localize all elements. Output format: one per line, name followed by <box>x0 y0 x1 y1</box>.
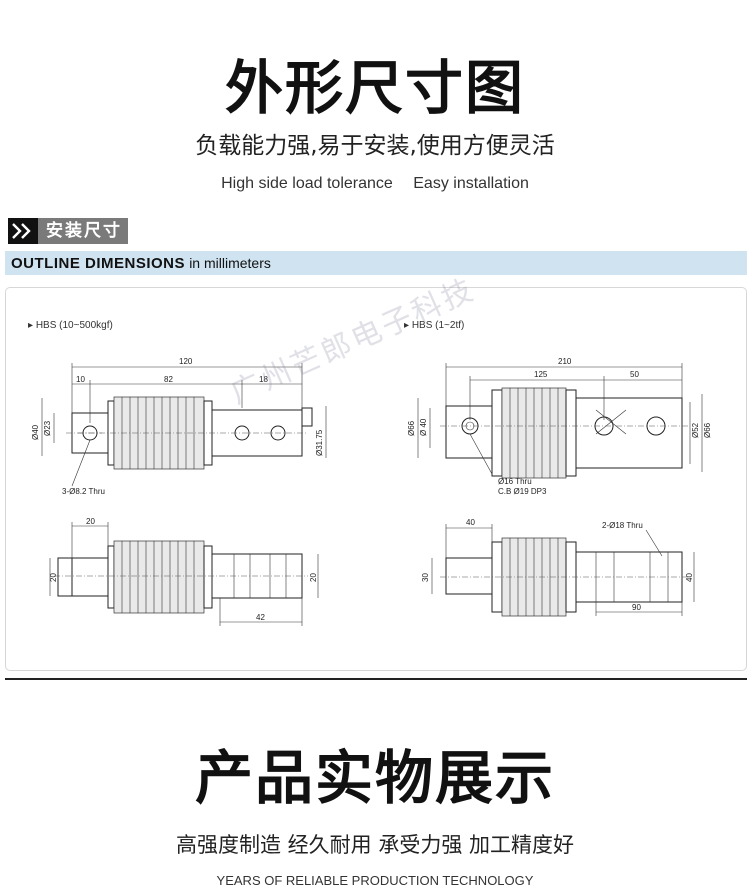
dim-82: 82 <box>164 375 173 384</box>
dimension-drawing-panel: ▸ HBS (10~500kgf) 120 10 82 18 Ø40 Ø23 <box>5 287 747 671</box>
caption-hbs-small: ▸ HBS (10~500kgf) <box>28 320 113 331</box>
dim-bottom-h20-right: 20 <box>309 573 318 582</box>
dim-right-phi66r: Ø66 <box>703 422 712 438</box>
double-chevron-icon <box>8 218 38 244</box>
dim-bottom-20: 20 <box>86 517 95 526</box>
dim-hole-cb: C.B Ø19 DP3 <box>498 487 547 496</box>
left-top-view: ▸ HBS (10~500kgf) 120 10 82 18 Ø40 Ø23 <box>28 320 327 496</box>
dim-phi40: Ø40 <box>31 424 40 440</box>
dim-hole-thru: Ø16 Thru <box>498 477 532 486</box>
right-top-view: ▸ HBS (1~2tf) 210 125 50 Ø66 Ø 40 <box>404 320 712 496</box>
dim-10: 10 <box>76 375 85 384</box>
technical-drawing: ▸ HBS (10~500kgf) 120 10 82 18 Ø40 Ø23 <box>28 320 712 626</box>
section-subtitle-product: 高强度制造 经久耐用 承受力强 加工精度好 <box>175 833 575 857</box>
dim-50: 50 <box>630 370 639 379</box>
dim-bottom-h30: 30 <box>421 573 430 582</box>
dim-bottom-40: 40 <box>466 518 475 527</box>
dim-210: 210 <box>558 357 572 366</box>
right-bellows <box>501 387 567 479</box>
dim-bottom-h40: 40 <box>685 573 694 582</box>
section-title-dimensions: 外形尺寸图 <box>224 54 525 122</box>
section-divider <box>5 678 747 680</box>
dim-bottom-90: 90 <box>632 603 641 612</box>
install-dimensions-badge: 安装尺寸 <box>8 218 128 244</box>
dim-right-phi52: Ø52 <box>691 422 700 438</box>
section-subtitle-dimensions: 负载能力强,易于安装,使用方便灵活 <box>195 133 555 159</box>
dim-holes-left: 3-Ø8.2 Thru <box>62 487 105 496</box>
feature-easy-install: Easy installation <box>413 175 529 192</box>
dim-right-phi40: Ø 40 <box>419 418 428 436</box>
banner-unit: in millimeters <box>189 255 271 271</box>
outline-dimensions-banner: OUTLINE DIMENSIONS in millimeters <box>5 251 747 275</box>
dim-bottom-holes: 2-Ø18 Thru <box>602 521 643 530</box>
feature-list-en: High side load tolerance Easy installati… <box>0 172 750 196</box>
dim-right-phi66: Ø66 <box>407 420 416 436</box>
badge-label: 安装尺寸 <box>38 218 128 244</box>
caption-hbs-large: ▸ HBS (1~2tf) <box>404 320 464 331</box>
dim-bottom-h20: 20 <box>49 573 58 582</box>
left-bottom-view: 20 20 20 <box>49 517 319 626</box>
feature-side-load: High side load tolerance <box>221 175 393 192</box>
right-bottom-view: 40 2-Ø18 Thru 30 40 <box>421 518 695 617</box>
banner-title: OUTLINE DIMENSIONS <box>11 255 186 272</box>
tagline-en: YEARS OF RELIABLE PRODUCTION TECHNOLOGY <box>216 873 534 888</box>
dim-bottom-42: 42 <box>256 613 265 622</box>
dim-phi23: Ø23 <box>43 420 52 436</box>
dim-phi31-75: Ø31.75 <box>315 429 324 456</box>
section-title-product: 产品实物展示 <box>194 744 555 812</box>
dim-120: 120 <box>179 357 193 366</box>
dim-18: 18 <box>259 375 268 384</box>
dim-125: 125 <box>534 370 548 379</box>
